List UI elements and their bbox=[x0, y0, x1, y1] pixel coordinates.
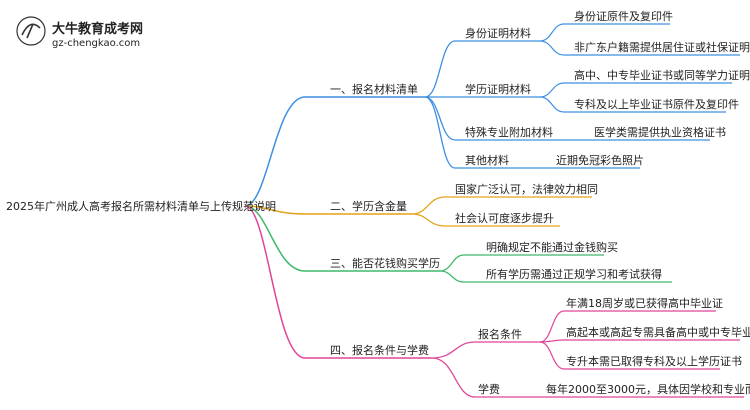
connector-root-b3 bbox=[244, 205, 440, 272]
connector-cond-l1 bbox=[539, 310, 716, 343]
branch-buy-degree: 三、能否花钱购买学历 bbox=[330, 256, 440, 270]
connector-b4-c2 bbox=[431, 357, 540, 398]
root-node: 2025年广州成人高考报名所需材料清单与上传规范说明 bbox=[6, 199, 276, 213]
connector-b3-c1 bbox=[439, 254, 604, 272]
node-nationally-recognized: 国家广泛认可，法律效力相同 bbox=[455, 182, 598, 196]
leaf-college-cert: 专科及以上毕业证书原件及复印件 bbox=[574, 97, 739, 111]
connector-c2-l2 bbox=[539, 96, 726, 113]
connector-b2-c2 bbox=[411, 213, 560, 227]
node-identity-docs: 身份证明材料 bbox=[465, 26, 531, 40]
branch-degree-value: 二、学历含金量 bbox=[330, 199, 407, 213]
connector-b1-c3 bbox=[424, 96, 548, 141]
leaf-highschool-cert: 高中、中专毕业证书或同等学力证明 bbox=[574, 68, 750, 82]
site-logo: 大牛教育成考网 gz-chengkao.com bbox=[16, 16, 143, 49]
logo-emblem-icon bbox=[16, 16, 46, 46]
connector-b1-c1 bbox=[424, 40, 540, 98]
leaf-residence-permit: 非广东户籍需提供居住证或社保证明 bbox=[574, 40, 750, 54]
leaf-highschool-requirement: 高起本或高起专需具备高中或中专毕业证 bbox=[566, 325, 750, 339]
connector-b4-c1 bbox=[431, 341, 540, 359]
leaf-medical-license: 医学类需提供执业资格证书 bbox=[594, 125, 726, 139]
connector-root-b1 bbox=[244, 96, 425, 207]
node-other-docs: 其他材料 bbox=[465, 153, 509, 167]
node-cannot-buy: 明确规定不能通过金钱购买 bbox=[486, 240, 618, 254]
leaf-upgrade-requirement: 专升本需已取得专科及以上学历证书 bbox=[566, 354, 742, 368]
node-must-study: 所有学历需通过正规学习和考试获得 bbox=[486, 267, 662, 281]
branch-conditions-fees: 四、报名条件与学费 bbox=[330, 343, 429, 357]
connector-c1-l2 bbox=[539, 40, 740, 56]
logo-emblem-mark bbox=[21, 23, 41, 39]
connector-b3-c2 bbox=[439, 270, 672, 283]
connector-b2-c1 bbox=[411, 196, 592, 215]
node-education-docs: 学历证明材料 bbox=[465, 82, 531, 96]
node-social-recognition: 社会认可度逐步提升 bbox=[455, 211, 554, 225]
branch-materials-list: 一、报名材料清单 bbox=[330, 82, 418, 96]
leaf-age-requirement: 年满18周岁或已获得高中毕业证 bbox=[566, 296, 723, 310]
connector-cond-l2 bbox=[539, 339, 740, 343]
node-tuition: 学费 bbox=[478, 382, 500, 396]
connector-b1-c4 bbox=[424, 96, 540, 169]
leaf-tuition-amount: 每年2000至3000元，具体因学校和专业而异 bbox=[546, 382, 750, 396]
node-special-major-docs: 特殊专业附加材料 bbox=[465, 125, 553, 139]
leaf-photo: 近期免冠彩色照片 bbox=[556, 153, 644, 167]
logo-title: 大牛教育成考网 bbox=[52, 21, 143, 37]
connector-root-b2 bbox=[244, 205, 412, 215]
leaf-id-card: 身份证原件及复印件 bbox=[574, 9, 673, 23]
connector-c1-l1 bbox=[539, 23, 670, 42]
logo-url: gz-chengkao.com bbox=[52, 38, 140, 49]
connector-root-b4 bbox=[244, 205, 432, 359]
node-eligibility: 报名条件 bbox=[478, 327, 522, 341]
connector-cond-l3 bbox=[539, 341, 720, 370]
connector-lines bbox=[244, 23, 744, 398]
connector-c2-l1 bbox=[539, 82, 732, 98]
